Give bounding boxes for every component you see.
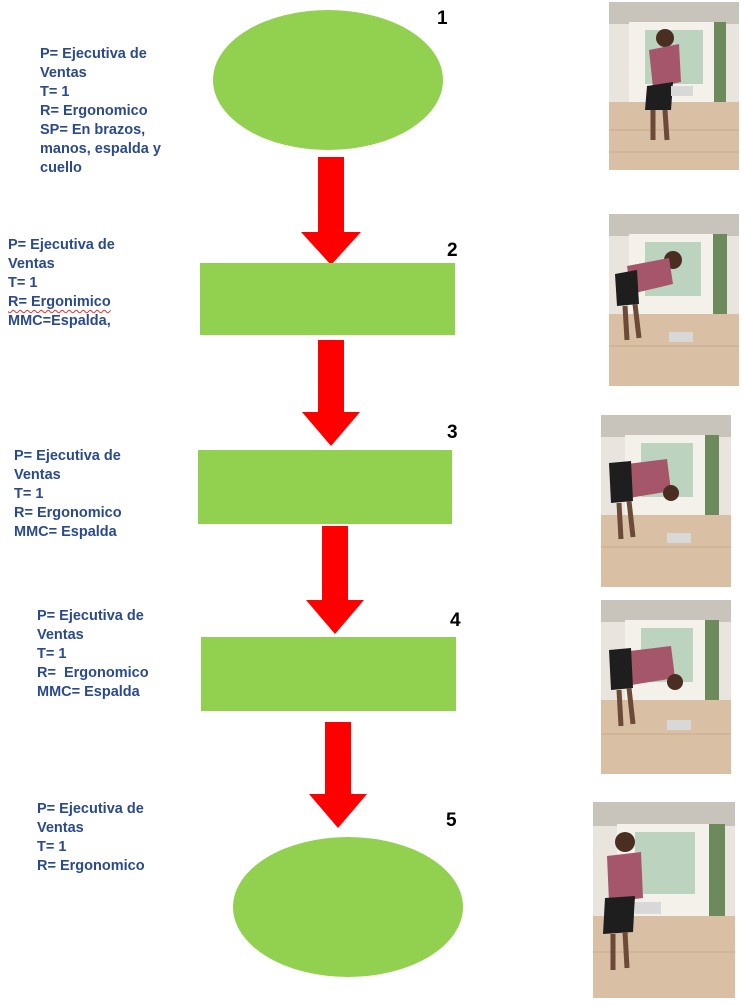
step-5-end-ellipse	[233, 837, 463, 977]
step-5-number: 5	[446, 810, 457, 831]
step-2-process-rect	[200, 263, 455, 335]
step-2-number: 2	[447, 240, 458, 261]
note-line: T= 1	[40, 84, 70, 100]
step-3-process-rect	[198, 450, 452, 524]
step-5-photo	[593, 802, 735, 998]
arrow-2-to-3	[302, 340, 360, 446]
step-5-notes: P= Ejecutiva de Ventas T= 1 R= Ergonomic…	[37, 800, 145, 876]
note-line: R= Ergonomico	[37, 858, 145, 874]
step-2-notes: P= Ejecutiva de Ventas T= 1 R= Ergonimic…	[8, 236, 115, 331]
step-1-start-ellipse	[213, 10, 443, 150]
note-line: Ventas	[37, 627, 84, 643]
note-line: P= Ejecutiva de	[37, 801, 144, 817]
note-line: P= Ejecutiva de	[8, 237, 115, 253]
arrow-3-to-4	[306, 526, 364, 634]
step-3-notes: P= Ejecutiva de Ventas T= 1 R= Ergonomic…	[14, 447, 122, 542]
note-line: R= Ergonomico	[37, 665, 149, 681]
note-line: manos, espalda y	[40, 141, 161, 157]
step-1-notes: P= Ejecutiva de Ventas T= 1 R= Ergonomic…	[40, 45, 161, 178]
note-line: R= Ergonomico	[40, 103, 148, 119]
note-line: R= Ergonomico	[14, 505, 122, 521]
step-4-number: 4	[450, 610, 461, 631]
arrow-4-to-5	[309, 722, 367, 828]
note-line: P= Ejecutiva de	[14, 448, 121, 464]
note-line: Ventas	[8, 256, 55, 272]
arrow-1-to-2	[301, 157, 361, 265]
note-line: T= 1	[37, 646, 67, 662]
note-line: T= 1	[37, 839, 67, 855]
step-1-number: 1	[437, 8, 448, 29]
step-1-photo	[609, 2, 739, 170]
step-4-process-rect	[201, 637, 456, 711]
note-line: P= Ejecutiva de	[40, 46, 147, 62]
step-3-number: 3	[447, 422, 458, 443]
note-line: cuello	[40, 160, 82, 176]
note-line: T= 1	[8, 275, 38, 291]
note-line-misspelled: R= Ergonimico	[8, 294, 111, 310]
note-line: MMC= Espalda	[14, 524, 117, 540]
step-2-photo	[609, 214, 739, 386]
note-line: T= 1	[14, 486, 44, 502]
note-line: P= Ejecutiva de	[37, 608, 144, 624]
note-line: R= Ergonimico	[8, 293, 115, 312]
step-3-photo	[601, 415, 731, 587]
note-line: MMC= Espalda	[37, 684, 140, 700]
note-line: MMC=Espalda,	[8, 313, 111, 329]
note-line: Ventas	[40, 65, 87, 81]
note-line: Ventas	[14, 467, 61, 483]
note-line: SP= En brazos,	[40, 122, 146, 138]
note-line: Ventas	[37, 820, 84, 836]
step-4-photo	[601, 600, 731, 774]
step-4-notes: P= Ejecutiva de Ventas T= 1 R= Ergonomic…	[37, 607, 149, 702]
